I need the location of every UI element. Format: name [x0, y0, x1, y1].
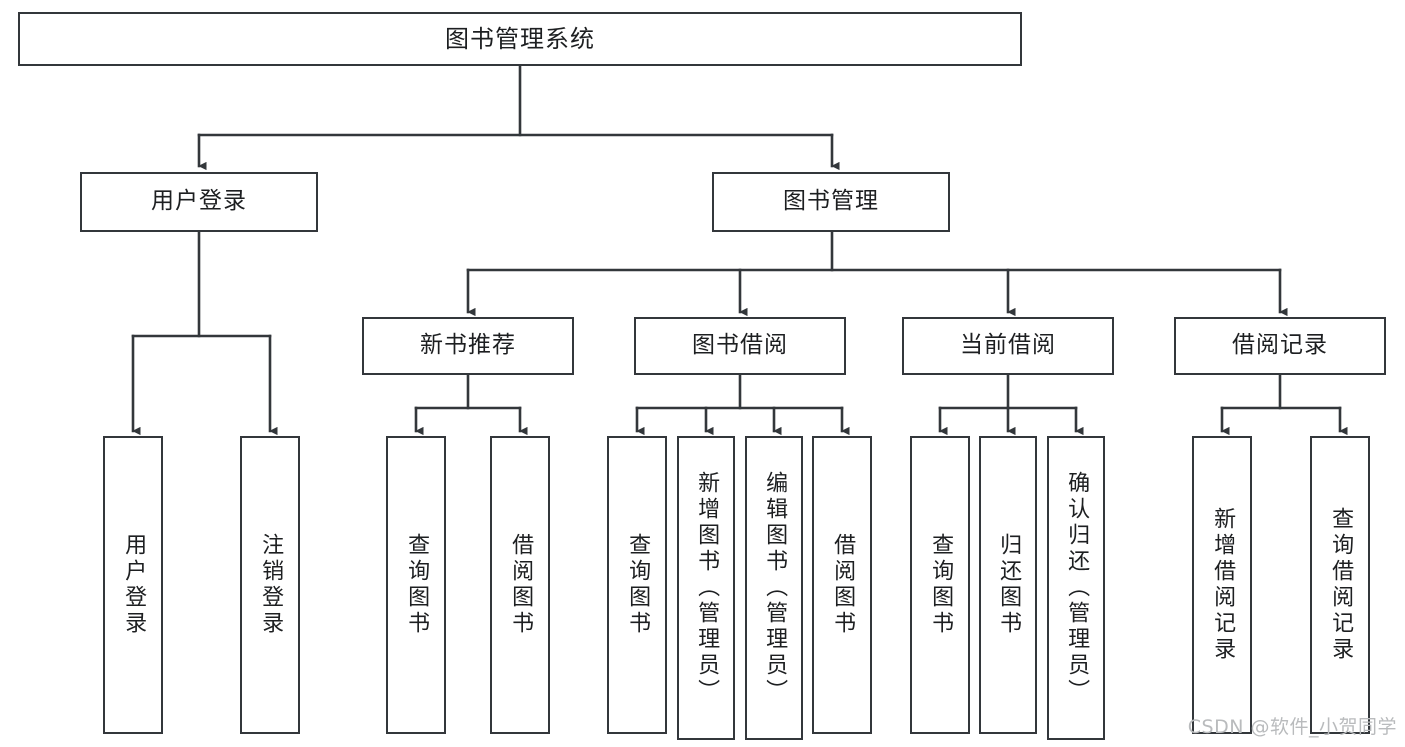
node-label: 查询借阅记录	[1328, 507, 1354, 663]
node-label: 当前借阅	[960, 332, 1056, 359]
node-user-login[interactable]: 用户登录	[80, 172, 318, 232]
node-root-book-management-system[interactable]: 图书管理系统	[18, 12, 1022, 66]
node-label: 图书借阅	[692, 332, 788, 359]
node-label: 用户登录	[121, 533, 147, 637]
leaf-bb-borrow-book[interactable]: 借阅图书	[812, 436, 872, 734]
leaf-br-add-record[interactable]: 新增借阅记录	[1192, 436, 1252, 734]
leaf-logout[interactable]: 注销登录	[240, 436, 300, 734]
node-book-borrow[interactable]: 图书借阅	[634, 317, 846, 375]
leaf-cb-query-book[interactable]: 查询图书	[910, 436, 970, 734]
node-label: 借阅图书	[508, 533, 534, 637]
node-label: 注销登录	[258, 533, 284, 637]
node-label: 借阅图书	[830, 533, 856, 637]
node-label: 用户登录	[151, 188, 247, 215]
node-label: 查询图书	[928, 533, 954, 637]
leaf-user-login[interactable]: 用户登录	[103, 436, 163, 734]
node-book-management[interactable]: 图书管理	[712, 172, 950, 232]
leaf-br-query-record[interactable]: 查询借阅记录	[1310, 436, 1370, 734]
leaf-nb-query-book[interactable]: 查询图书	[386, 436, 446, 734]
leaf-nb-borrow-book[interactable]: 借阅图书	[490, 436, 550, 734]
leaf-bb-edit-book-admin[interactable]: 编辑图书（管理员）	[745, 436, 803, 740]
node-label: 图书管理	[783, 188, 879, 215]
node-label: 图书管理系统	[445, 24, 595, 53]
node-label: 查询图书	[404, 533, 430, 637]
node-current-borrow[interactable]: 当前借阅	[902, 317, 1114, 375]
leaf-cb-confirm-return-admin[interactable]: 确认归还（管理员）	[1047, 436, 1105, 740]
node-label: 确认归还（管理员）	[1064, 471, 1090, 705]
node-new-book-recommend[interactable]: 新书推荐	[362, 317, 574, 375]
node-label: 编辑图书（管理员）	[762, 471, 788, 705]
node-label: 新书推荐	[420, 332, 516, 359]
node-label: 新增借阅记录	[1210, 507, 1236, 663]
leaf-cb-return-book[interactable]: 归还图书	[979, 436, 1037, 734]
node-label: 归还图书	[996, 533, 1022, 637]
node-label: 借阅记录	[1232, 332, 1328, 359]
node-borrow-records[interactable]: 借阅记录	[1174, 317, 1386, 375]
node-label: 新增图书（管理员）	[694, 471, 720, 705]
node-label: 查询图书	[625, 533, 651, 637]
leaf-bb-add-book-admin[interactable]: 新增图书（管理员）	[677, 436, 735, 740]
leaf-bb-query-book[interactable]: 查询图书	[607, 436, 667, 734]
